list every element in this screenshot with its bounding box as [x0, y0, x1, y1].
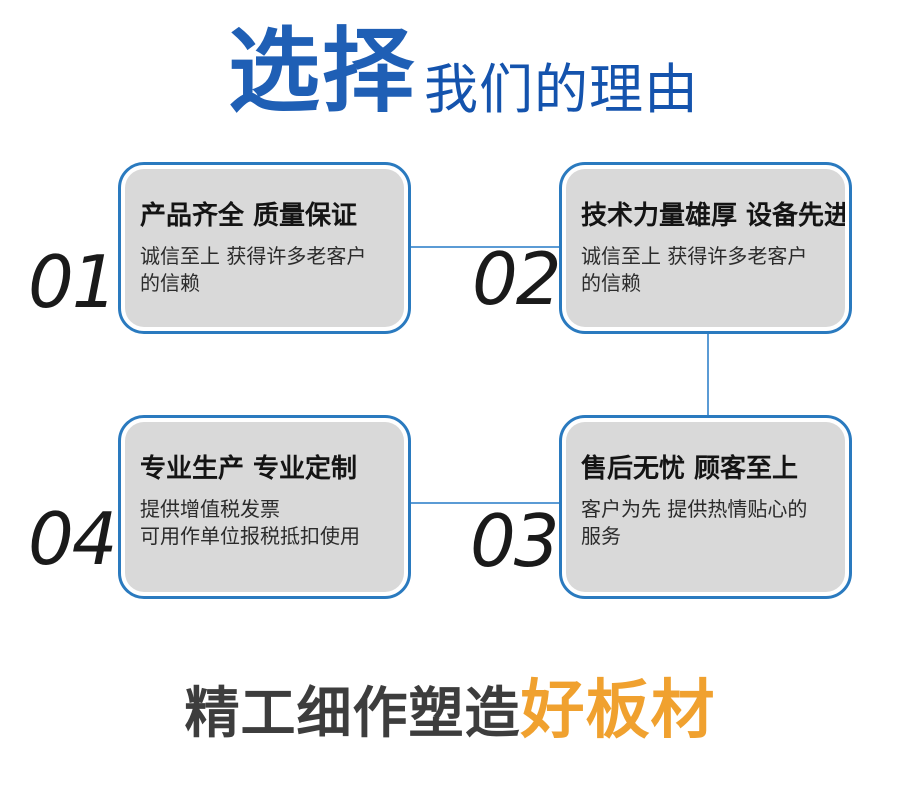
page-title-main: 选择: [228, 18, 417, 125]
connector-card4-card3: [409, 502, 561, 504]
card-body: 诚信至上 获得许多老客户 的信赖: [581, 244, 808, 296]
tagline-highlight: 好板材: [520, 674, 716, 748]
card-title: 技术力量雄厚 设备先进: [581, 201, 845, 231]
reason-card-4: 专业生产 专业定制 提供增值税发票 可用作单位报税抵扣使用: [118, 415, 411, 599]
connector-card2-card3: [707, 333, 709, 417]
reason-card-1: 产品齐全 质量保证 诚信至上 获得许多老客户 的信赖: [118, 162, 411, 334]
card-number-01: 01: [28, 240, 118, 324]
reason-card-3: 售后无忧 顾客至上 客户为先 提供热情贴心的 服务: [559, 415, 852, 599]
reason-card-2-surface: 技术力量雄厚 设备先进 诚信至上 获得许多老客户 的信赖: [566, 169, 845, 327]
page-title-sub: 我们的理由: [424, 58, 699, 121]
connector-card1-card2: [409, 246, 561, 248]
card-body: 提供增值税发票 可用作单位报税抵扣使用: [140, 497, 360, 549]
reason-card-4-surface: 专业生产 专业定制 提供增值税发票 可用作单位报税抵扣使用: [125, 422, 404, 592]
card-title: 售后无忧 顾客至上: [581, 454, 799, 484]
card-number-03: 03: [470, 499, 560, 583]
tagline: 精工细作塑造好板材: [0, 678, 900, 760]
card-body: 诚信至上 获得许多老客户 的信赖: [140, 244, 367, 296]
reason-card-1-surface: 产品齐全 质量保证 诚信至上 获得许多老客户 的信赖: [125, 169, 404, 327]
card-number-02: 02: [472, 237, 562, 321]
tagline-prefix: 精工细作塑造: [184, 681, 521, 745]
card-body: 客户为先 提供热情贴心的 服务: [581, 497, 808, 549]
card-number-04: 04: [28, 497, 118, 581]
card-title: 专业生产 专业定制: [140, 454, 358, 484]
reason-card-2: 技术力量雄厚 设备先进 诚信至上 获得许多老客户 的信赖: [559, 162, 852, 334]
reason-card-3-surface: 售后无忧 顾客至上 客户为先 提供热情贴心的 服务: [566, 422, 845, 592]
card-title: 产品齐全 质量保证: [140, 201, 358, 231]
